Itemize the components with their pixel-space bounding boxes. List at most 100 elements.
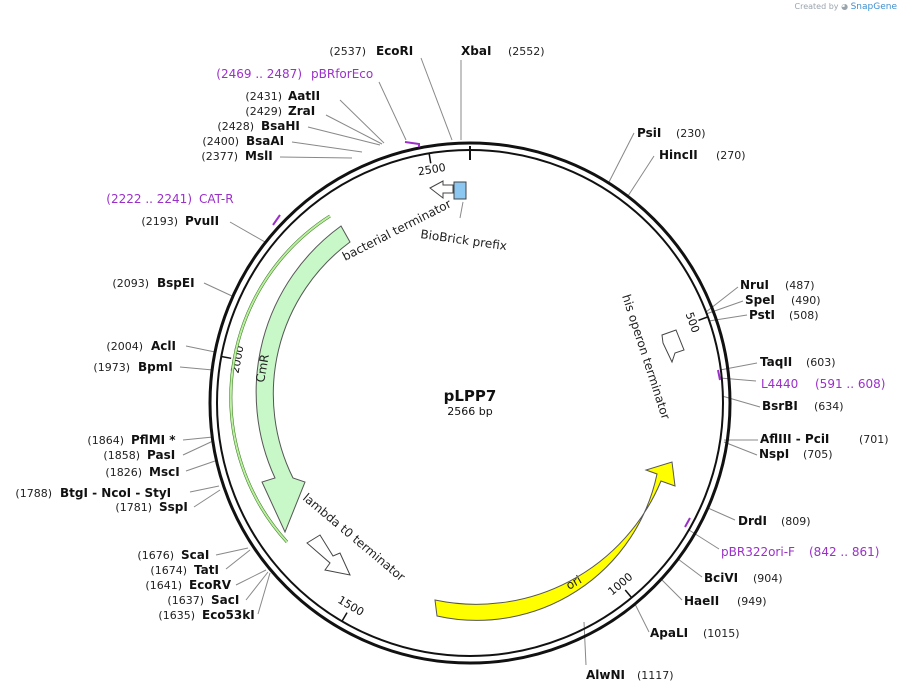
site-position: (603) <box>806 356 836 369</box>
primer-name: L4440 <box>761 377 798 391</box>
site-position: (2429) <box>245 105 282 118</box>
leader-line-scai <box>215 547 249 556</box>
leader-line-bsrbi <box>721 395 761 408</box>
site-name: XbaI <box>461 44 491 58</box>
leader-line-drdi <box>707 507 736 521</box>
leader-line-haeii <box>659 577 683 601</box>
plasmid-center: pLPP7 2566 bp <box>444 387 497 418</box>
leader-line-bpmi <box>179 366 214 371</box>
leader-line-l4440 <box>719 377 757 382</box>
leader-line-bspei <box>203 282 233 297</box>
site-name: BciVI <box>704 571 738 585</box>
site-name: BsrBI <box>762 399 798 413</box>
backbone <box>208 141 732 665</box>
leader-line-tati <box>225 549 251 570</box>
label-biobrick-prefix: BioBrick prefix <box>420 227 508 253</box>
ori-arrow <box>434 461 676 621</box>
site-position: (1117) <box>637 669 674 682</box>
site-position: (2004) <box>106 340 143 353</box>
site-name: PstI <box>749 308 775 322</box>
leader-line-sspi <box>193 489 221 508</box>
site-name: PflMI * <box>131 433 176 447</box>
plasmid-name: pLPP7 <box>444 387 497 405</box>
site-position: (1641) <box>145 579 182 592</box>
site-position: (1637) <box>167 594 204 607</box>
snapgene-logo-icon: ◕ <box>841 2 849 11</box>
site-name: MslI <box>245 149 273 163</box>
site-name: EcoRI <box>376 44 413 58</box>
site-name: ApaLI <box>650 626 688 640</box>
primer-range: (2469 .. 2487) <box>216 67 302 81</box>
site-position: (809) <box>781 515 811 528</box>
primer-name: pBR322ori-F <box>721 545 795 559</box>
site-position: (2093) <box>112 277 149 290</box>
site-name: PasI <box>147 448 175 462</box>
site-position: (1864) <box>87 434 124 447</box>
leader-line-pbr322ori <box>688 529 720 550</box>
site-position: (270) <box>716 149 746 162</box>
leader-line-eco53ki <box>257 572 271 615</box>
site-position: (705) <box>803 448 833 461</box>
site-position: (949) <box>737 595 767 608</box>
site-labels-left: (2431) AatII (2429) ZraI (2428) BsaHI (2… <box>15 89 320 622</box>
site-position: (904) <box>753 572 783 585</box>
leader-line-hincii <box>627 155 655 197</box>
leader-line-psii <box>608 132 635 183</box>
primer-mark-pbrforeco <box>404 141 420 147</box>
leader-line-acli <box>185 345 216 353</box>
site-position: (508) <box>789 309 819 322</box>
site-position: (1674) <box>150 564 187 577</box>
leader-line-msli <box>279 156 353 159</box>
snapgene-credit: Created by ◕ SnapGene <box>795 2 898 12</box>
primer-mark-cat-r <box>272 214 281 226</box>
backbone-outer-ring <box>208 141 732 665</box>
leader-line-pbrforeco <box>378 81 407 141</box>
primer-name: CAT-R <box>199 192 234 206</box>
site-name: BsaAI <box>246 134 284 148</box>
features <box>229 180 685 621</box>
leader-line-pflmi <box>182 436 214 441</box>
site-name: HincII <box>659 148 698 162</box>
site-name: PvuII <box>185 214 219 228</box>
site-position: (1826) <box>105 466 142 479</box>
site-name: BsaHI <box>261 119 300 133</box>
leader-line-pasi <box>182 440 214 456</box>
primer-mark-pbr322ori <box>684 517 691 528</box>
site-position: (2400) <box>202 135 239 148</box>
leader-line-bcivi <box>677 558 703 578</box>
site-name: AflIII - PciI <box>760 432 829 446</box>
site-name: NspI <box>759 447 789 461</box>
leader-line-saci <box>245 571 269 601</box>
site-name: SpeI <box>745 293 775 307</box>
site-name: PsiI <box>637 126 661 140</box>
leader-line-msci <box>185 460 216 472</box>
site-position: (1781) <box>115 501 152 514</box>
leader-line-aatii <box>339 99 385 144</box>
site-position: (2193) <box>141 215 178 228</box>
leader-line-ecori <box>420 57 453 141</box>
site-position: (1788) <box>15 487 52 500</box>
credit-brand: SnapGene <box>850 2 897 12</box>
site-name: DrdI <box>738 514 767 528</box>
bacterial-terminator-arrow <box>429 180 454 200</box>
leader-line-bsaai <box>291 141 363 153</box>
site-name: NruI <box>740 278 769 292</box>
site-position: (701) <box>859 433 889 446</box>
leader-line-nspi <box>723 441 758 456</box>
leader-line-ecorv <box>235 569 267 586</box>
leader-line-biobrick <box>459 201 464 219</box>
lambda-t0-terminator-arrow <box>306 534 351 576</box>
leader-line-taqii <box>719 362 758 371</box>
primer-mark-l4440 <box>717 369 721 381</box>
site-name: BpmI <box>138 360 173 374</box>
site-name: AclI <box>151 339 176 353</box>
tick-1500: 1500 <box>335 593 366 622</box>
site-position: (490) <box>791 294 821 307</box>
site-position: (2552) <box>508 45 545 58</box>
label-ori: ori <box>564 573 585 593</box>
cmr-arrow-glow <box>229 215 331 543</box>
biobrick-prefix-box <box>453 181 467 200</box>
leader-line-apali <box>634 603 650 633</box>
site-position: (1015) <box>703 627 740 640</box>
